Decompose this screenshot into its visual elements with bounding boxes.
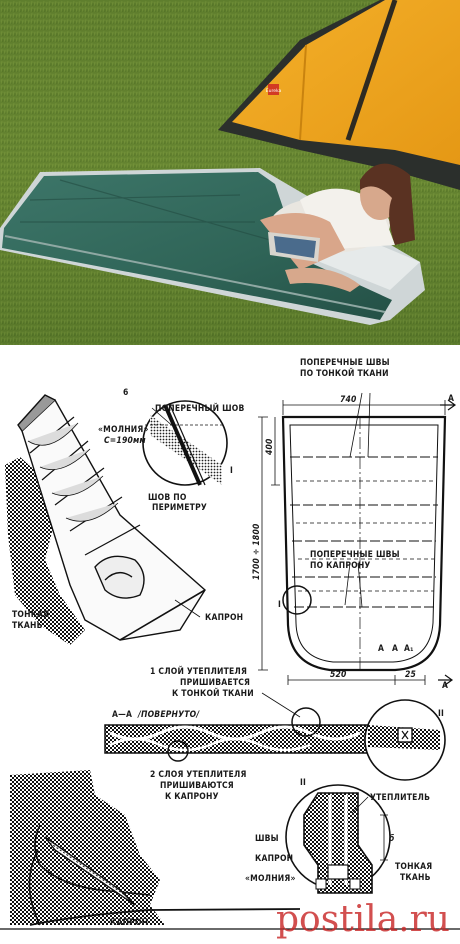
label-thin-fabric-2: ТКАНЬ <box>12 621 43 631</box>
label-roman-I-plan: I <box>278 600 281 610</box>
label-dim-25: 25 <box>405 670 416 680</box>
label-layer2-3: К КАПРОНУ <box>165 792 219 802</box>
label-section-a1: А₁ <box>404 644 414 654</box>
detail-marker-I <box>282 585 312 615</box>
label-dim-length: 1700 ÷ 1800 <box>252 523 262 580</box>
detail-circle-II <box>364 699 446 781</box>
tent-logo: Eureka <box>266 88 282 94</box>
label-zipper: «МОЛНИЯ» <box>98 425 149 435</box>
label-layer1-3: К ТОНКОЙ ТКАНИ <box>172 687 254 699</box>
label-transverse-thin-1: ПОПЕРЕЧНЫЕ ШВЫ <box>300 358 390 368</box>
label-roman-II-bottom: II <box>300 778 306 788</box>
label-seam-perimeter-2: ПЕРИМЕТРУ <box>152 503 207 513</box>
bag-perspective-drawing <box>5 394 206 645</box>
label-roman-II-top: II <box>438 709 444 719</box>
detail-marker-II <box>291 707 321 737</box>
detail-marker-layer2 <box>167 740 189 762</box>
label-section-a: А <box>378 644 384 654</box>
zipper-section-detail <box>285 784 391 894</box>
bag-plan-view <box>258 392 457 686</box>
label-dim-740: 740 <box>340 395 357 405</box>
label-seams: ШВЫ <box>255 834 279 844</box>
label-thin-fabric-1: ТОНКАЯ <box>12 610 49 620</box>
label-section-a-bottom: А <box>442 681 448 691</box>
label-section-a-mid: А <box>392 644 398 654</box>
label-dim-400: 400 <box>265 438 275 455</box>
sewing-detail-drawing <box>0 770 460 930</box>
sleeping-bag-photo: Eureka <box>0 0 460 345</box>
label-layer2-2: ПРИШИВАЮТСЯ <box>160 781 234 791</box>
section-a-a-drawing <box>104 724 393 754</box>
label-transverse-thin-2: ПО ТОНКОЙ ТКАНИ <box>300 367 389 379</box>
label-seam-perimeter-1: ШОВ ПО <box>148 493 187 503</box>
label-kapron-detail: КАПРОН <box>255 854 293 864</box>
label-dim-520: 520 <box>330 670 347 680</box>
label-transverse-kapron-1: ПОПЕРЕЧНЫЕ ШВЫ <box>310 550 400 560</box>
label-transverse-kapron-2: ПО КАПРОНУ <box>310 561 371 571</box>
label-layer1-1: 1 СЛОЙ УТЕПЛИТЕЛЯ <box>150 665 247 677</box>
label-section-title: А—А <box>112 710 132 720</box>
label-dim-6: 6 <box>123 388 129 398</box>
label-kapron-left: КАПРОН <box>205 613 243 623</box>
label-layer1-2: ПРИШИВАЕТСЯ <box>180 678 250 688</box>
label-zipper-detail: «МОЛНИЯ» <box>245 874 296 884</box>
label-roman-I-top: I <box>230 466 233 476</box>
tent: Eureka <box>218 0 460 190</box>
label-kapron-bottom: КАПРОН <box>110 918 148 928</box>
label-insulation: УТЕПЛИТЕЛЬ <box>370 793 430 803</box>
woman-reading <box>260 163 415 292</box>
label-section-a-top: А <box>448 394 454 404</box>
watermark: postila.ru <box>276 899 450 940</box>
label-layer2-1: 2 СЛОЯ УТЕПЛИТЕЛЯ <box>150 770 247 780</box>
label-rotated: /ПОВЕРНУТО/ <box>137 710 200 720</box>
technical-drawing: ПОПЕРЕЧНЫЙ ШОВ 6 «МОЛНИЯ» С=190мм I ШОВ … <box>0 345 460 944</box>
label-thin-fabric-3: ТОНКАЯ <box>395 862 432 872</box>
label-dim-b: б <box>389 833 395 844</box>
label-thin-fabric-4: ТКАНЬ <box>400 873 431 883</box>
detail-circle-I <box>142 400 228 486</box>
label-transverse-seam: ПОПЕРЕЧНЫЙ ШОВ <box>155 402 245 414</box>
label-zipper-length: С=190мм <box>104 436 146 446</box>
